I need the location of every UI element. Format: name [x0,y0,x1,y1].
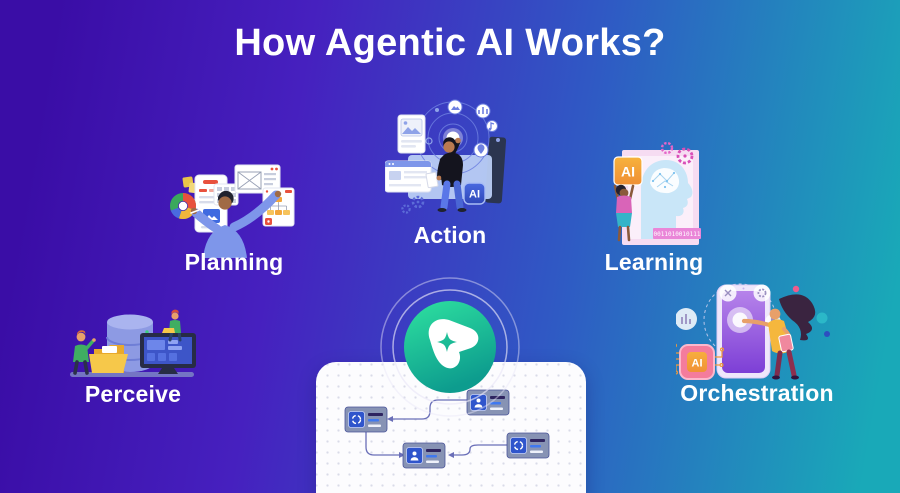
learning-label: Learning [604,249,704,275]
flow-node-sync-2 [506,432,550,459]
workflow-diagram [344,389,550,469]
note-bubble-icon [486,120,498,132]
pie-chart-icon [170,193,196,219]
perceive-man [73,330,96,375]
planning-illustration [170,164,295,258]
orchestration-woman [741,294,816,380]
ai-chip-label: AI [469,189,480,201]
brain-network-icon [650,168,680,194]
flow-node-agent-2 [402,442,446,469]
ai-badge: AI [613,156,643,186]
page-title: How Agentic AI Works? [234,22,666,64]
browser-window [234,164,281,194]
learning-illustration: AI 0011010010111 [613,141,701,245]
orchestration-illustration: AI [676,283,830,380]
orchestration-label: Orchestration [680,380,834,406]
spark-pick-logo-icon [428,319,479,369]
connector-arrows [387,416,454,458]
equalizer-bubble-icon [676,308,697,330]
close-bubble-icon [719,284,737,302]
option-bubbles [676,284,781,333]
outer-ring [380,277,520,417]
logo-badge [380,277,520,417]
inner-ring [392,289,508,405]
chart-bubble-icon [475,103,491,119]
learning-person [613,184,635,242]
binary-strip: 0011010010111 [653,228,701,239]
gear-bubble-icon [753,284,771,302]
folder-icon [89,345,128,373]
gear-icon [401,195,425,214]
perceive-illustration [70,309,196,377]
connectors [365,399,507,456]
planning-person [190,190,282,258]
tap-target-inner [732,312,748,328]
perceive-label: Perceive [84,381,182,407]
ai-chip-label: AI [692,358,703,370]
image-card [397,114,426,154]
pin-bubble-icon [473,142,489,158]
ai-badge-label: AI [621,164,635,180]
browser-window [385,160,432,193]
ai-chip: AI [463,182,486,205]
binary-code: 0011010010111 [654,231,701,238]
planning-label: Planning [184,249,284,275]
monitor-icon [140,333,196,374]
head-profile [641,160,693,239]
action-illustration: AI [385,99,507,214]
ai-chip: AI [676,343,724,380]
action-label: Action [413,222,487,248]
accent-dots [792,285,830,337]
perceive-woman [162,309,182,342]
gear-icon [660,141,694,165]
action-person [425,137,467,212]
floating-icons [425,99,500,158]
image-bubble-icon [447,99,463,115]
